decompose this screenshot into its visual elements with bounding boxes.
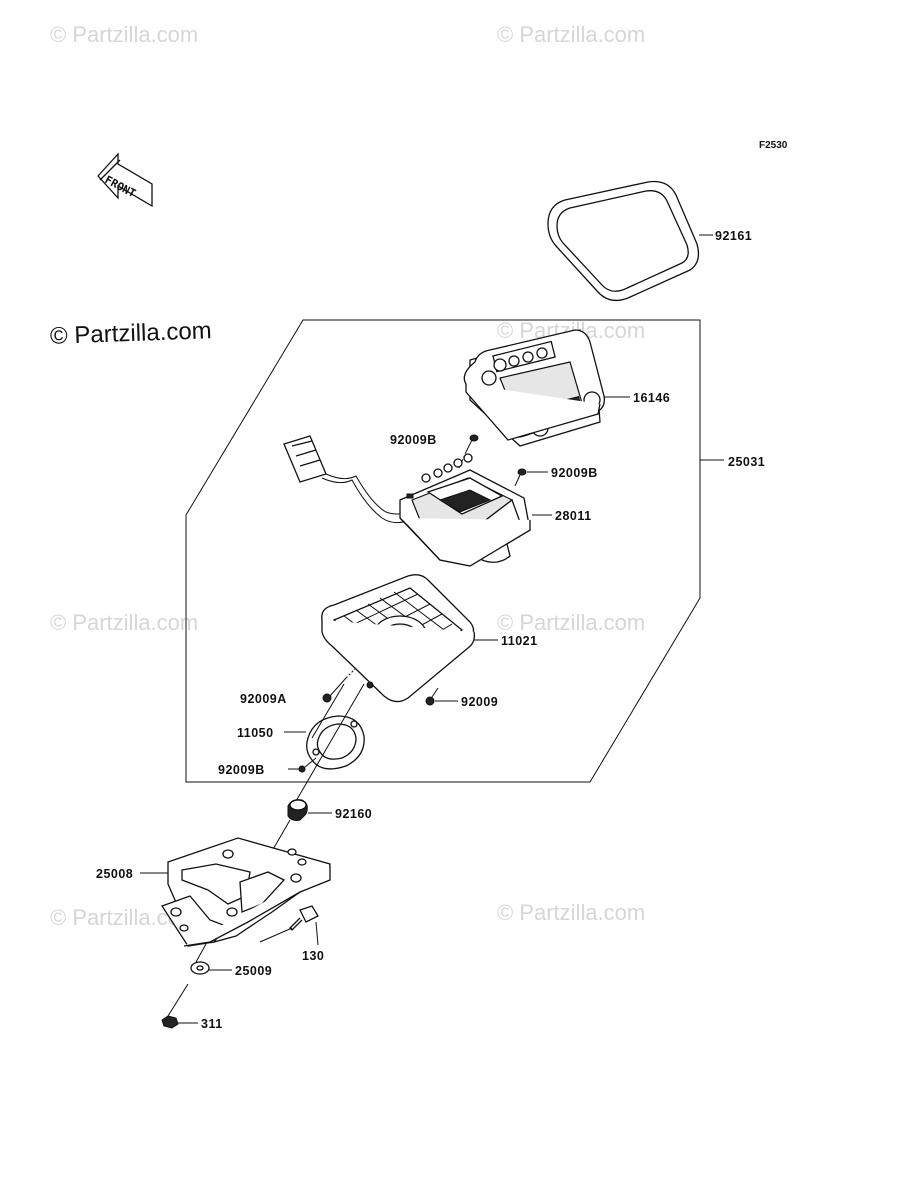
gasket-frame-92161 bbox=[547, 180, 700, 302]
watermark-top-right: © Partzilla.com bbox=[497, 22, 646, 47]
screw-92009B-lower bbox=[288, 757, 317, 773]
bracket-25008 bbox=[161, 837, 331, 947]
part-label-92009B-upper: 92009B bbox=[390, 433, 437, 447]
part-label-92009A: 92009A bbox=[240, 692, 287, 706]
assembly-outline bbox=[185, 319, 701, 783]
gasket-ring-11050 bbox=[306, 715, 365, 770]
part-label-11021: 11021 bbox=[501, 634, 538, 648]
meter-unit-28011 bbox=[283, 435, 531, 567]
part-label-92009: 92009 bbox=[461, 695, 498, 709]
part-label-92161: 92161 bbox=[715, 229, 752, 243]
watermark-mid-right: © Partzilla.com bbox=[497, 610, 646, 635]
grommet-92160 bbox=[287, 799, 308, 821]
watermark-mid-left: © Partzilla.com bbox=[50, 610, 199, 635]
part-label-311: 311 bbox=[201, 1017, 223, 1031]
front-arrow-icon: FRONT bbox=[97, 152, 153, 208]
part-label-92009B-lower: 92009B bbox=[218, 763, 265, 777]
screw-92009 bbox=[425, 687, 458, 706]
washer-25009 bbox=[190, 943, 232, 975]
part-label-16146: 16146 bbox=[633, 391, 670, 405]
part-label-28011: 28011 bbox=[555, 509, 592, 523]
screw-92009B-upper bbox=[458, 434, 479, 469]
part-label-92160: 92160 bbox=[335, 807, 372, 821]
screw-92009B-right bbox=[514, 468, 548, 487]
part-label-130: 130 bbox=[302, 949, 324, 963]
figure-code: F2530 bbox=[759, 140, 788, 151]
watermark-top-left: © Partzilla.com bbox=[50, 22, 199, 47]
screw-92009A bbox=[322, 667, 357, 703]
meter-cover-16146 bbox=[463, 329, 605, 447]
nut-311 bbox=[161, 983, 198, 1029]
part-label-25008: 25008 bbox=[96, 867, 133, 881]
part-label-11050: 11050 bbox=[237, 726, 274, 740]
meter-case-11021 bbox=[321, 574, 476, 703]
watermark-bottom-right: © Partzilla.com bbox=[497, 900, 646, 925]
part-label-25009: 25009 bbox=[235, 964, 272, 978]
part-label-92009B-right: 92009B bbox=[551, 466, 598, 480]
part-label-25031: 25031 bbox=[728, 455, 765, 469]
bolt-130 bbox=[259, 905, 319, 946]
